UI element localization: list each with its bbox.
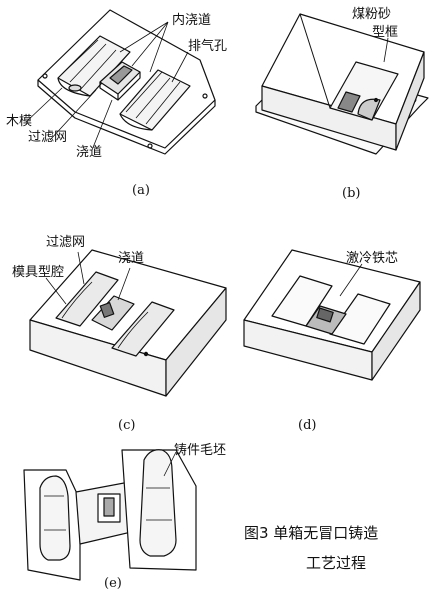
leader-filter-c	[77, 251, 85, 285]
label-vent-hole: 排气孔	[188, 39, 228, 54]
panel-d-drawing	[243, 249, 421, 381]
cavity-left	[55, 271, 119, 327]
panel-e-sublabel: (e)	[104, 576, 122, 591]
leader-casting	[163, 451, 177, 477]
leader-runner	[91, 99, 113, 151]
panel-c-sublabel: (c)	[118, 418, 136, 433]
panel-b-drawing	[255, 13, 429, 155]
plate-hole	[147, 143, 153, 149]
label-inner-sprue: 内浇道	[172, 13, 212, 28]
panel-a-sublabel: (a)	[132, 183, 150, 198]
label-filter-mesh-c: 过滤网	[46, 235, 86, 250]
leader-vent-hole	[171, 51, 189, 83]
cavity-right	[111, 301, 175, 357]
panel-a-drawing	[25, 9, 216, 155]
wood-pattern-right	[119, 69, 191, 131]
panel-c-drawing	[29, 249, 227, 397]
label-flask: 型框	[372, 25, 399, 40]
figure-caption-line-2: 工艺过程	[306, 554, 367, 572]
pattern-plate-edge	[37, 80, 216, 155]
leader-runner-c	[117, 267, 131, 301]
wood-pattern-left	[57, 35, 131, 97]
mould-d-side	[371, 281, 421, 381]
leader-cavity	[45, 277, 67, 305]
leader-flask	[383, 37, 389, 63]
mould-side	[165, 287, 227, 397]
leader-chill	[339, 263, 363, 297]
runner-and-filter	[99, 61, 141, 101]
label-mold-cavity: 模具型腔	[12, 265, 65, 280]
chill-left	[271, 275, 333, 327]
leader-inner-sprue	[119, 21, 169, 73]
casting-right	[139, 449, 177, 557]
chill-right	[329, 293, 391, 345]
figure-caption-line-1: 图3 单箱无冒口铸造	[244, 524, 379, 542]
label-wood-pattern: 木模	[6, 114, 33, 129]
label-runner: 浇道	[76, 145, 103, 160]
sand-boundary	[299, 13, 331, 109]
flask-side-right	[395, 51, 425, 151]
panel-d-sublabel: (d)	[298, 418, 317, 433]
label-filter-mesh: 过滤网	[28, 130, 68, 145]
panel-b-sublabel: (b)	[342, 186, 361, 201]
plate-hole	[42, 73, 48, 79]
leader-filter	[49, 89, 97, 141]
label-runner-c: 浇道	[118, 251, 145, 266]
leader-wood-pattern	[25, 87, 63, 123]
label-casting-blank: 铸件毛坯	[174, 443, 227, 458]
panel-e-drawing	[23, 449, 197, 581]
plate-hole	[202, 93, 208, 99]
casting-left	[39, 475, 71, 561]
label-chill-core: 激冷铁芯	[346, 251, 399, 266]
label-coal-sand: 煤粉砂	[352, 7, 392, 22]
